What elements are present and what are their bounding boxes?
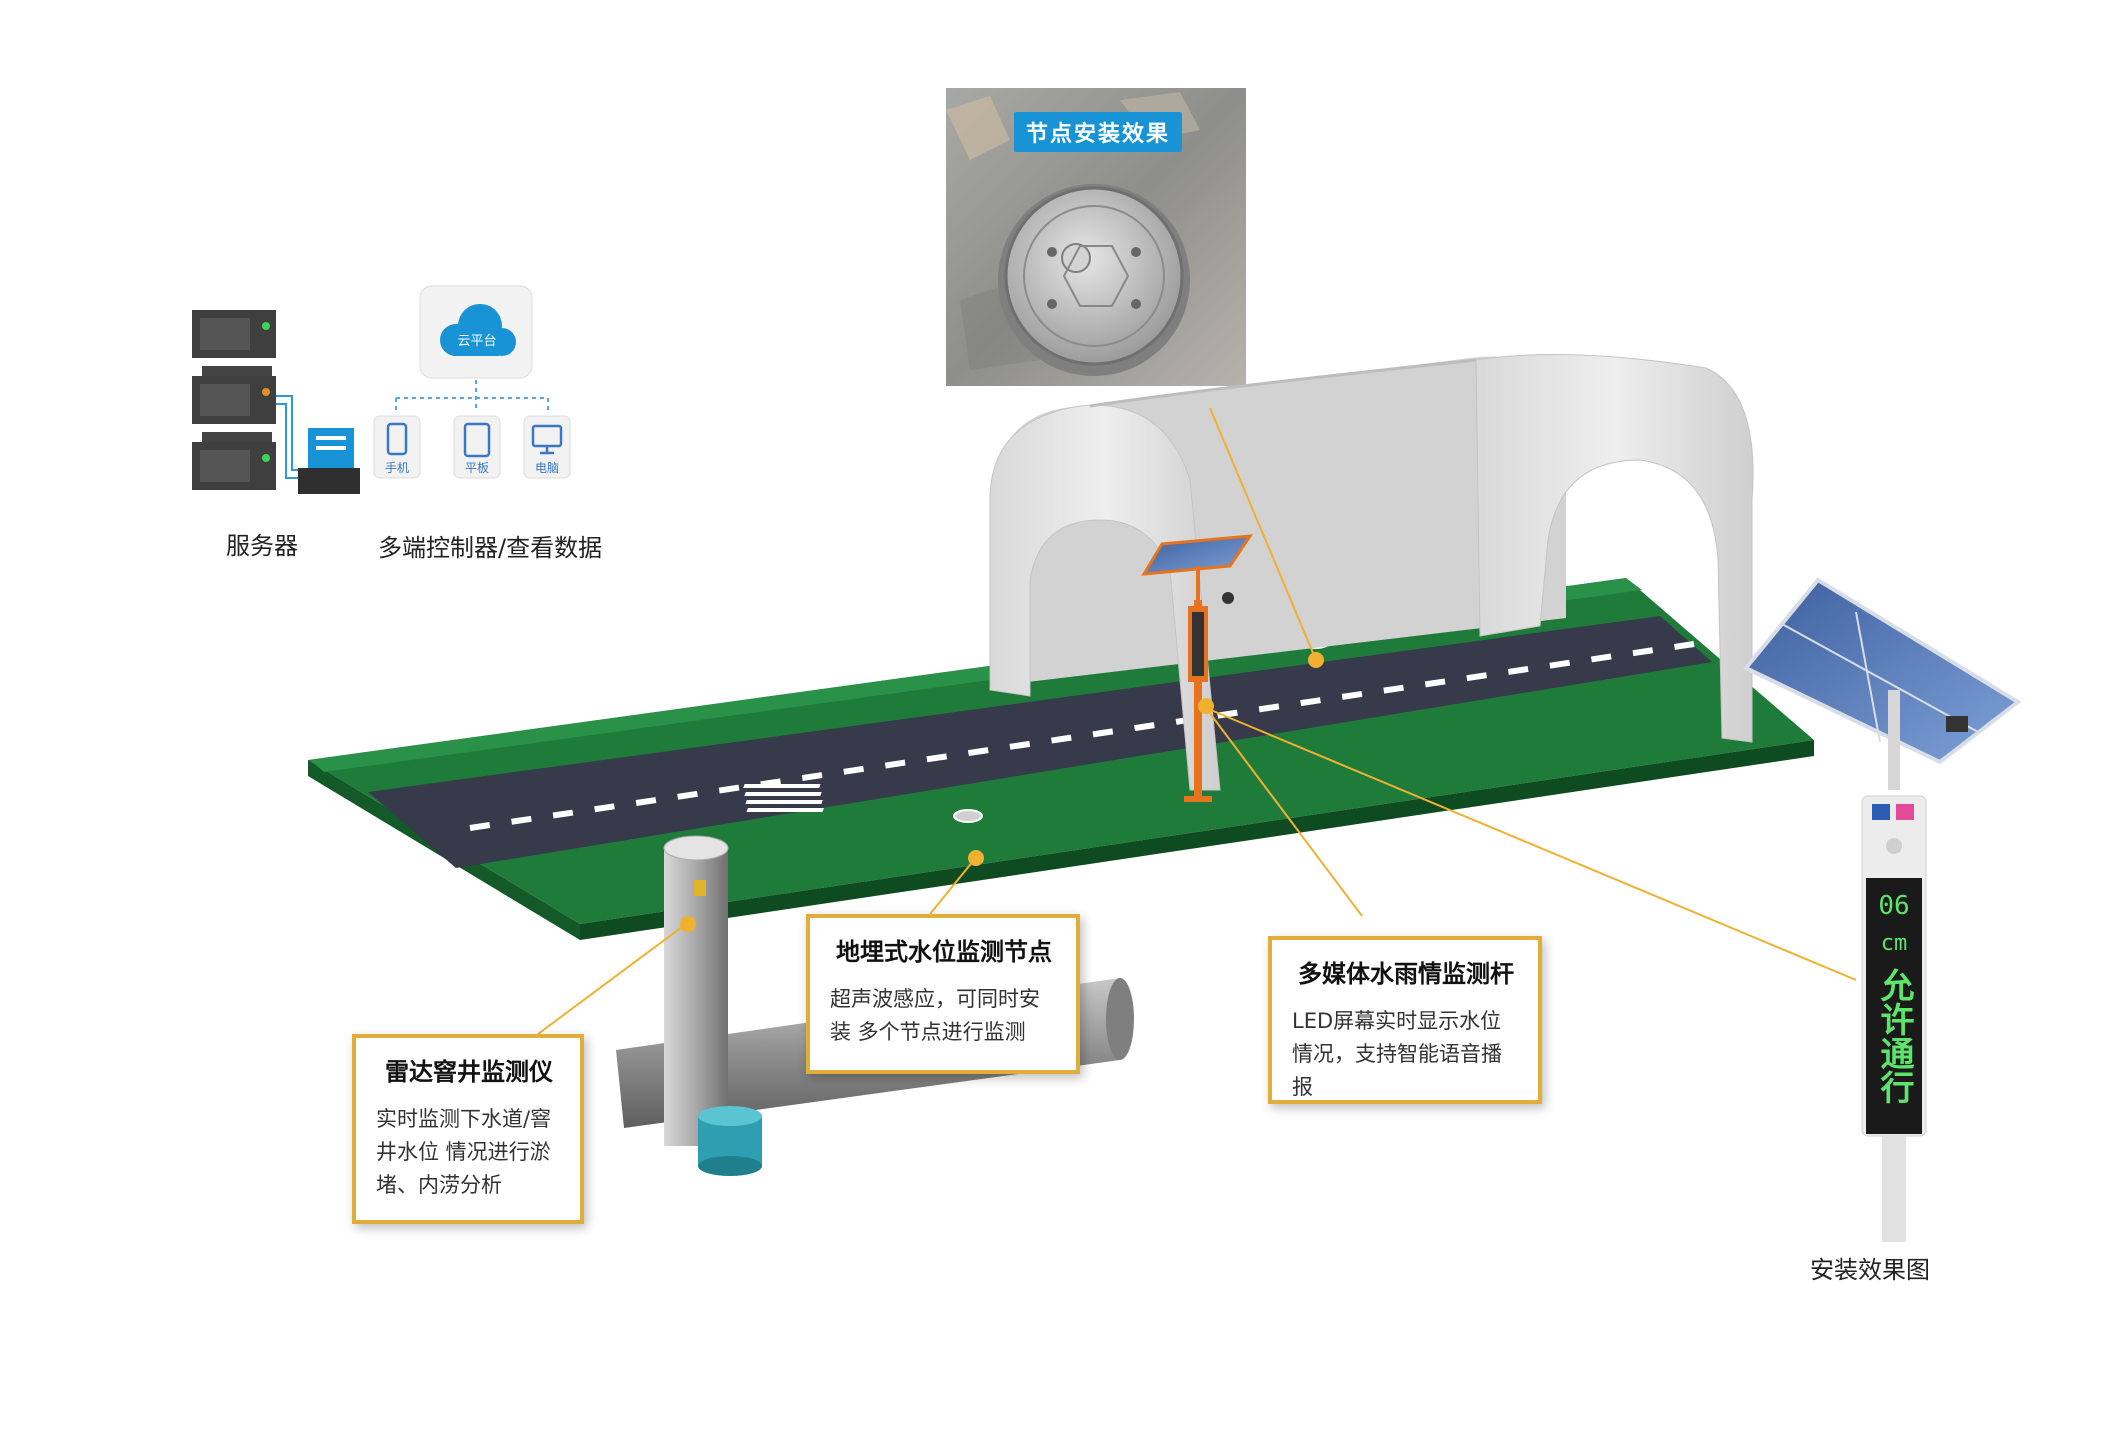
- callout-title: 雷达窨井监测仪: [385, 1058, 553, 1086]
- crosswalk: [743, 784, 824, 812]
- device-label-tablet: 平板: [465, 461, 489, 475]
- road: [368, 616, 1712, 868]
- cloud-label: 云平台: [457, 334, 496, 349]
- cloud-platform-card: 云平台: [419, 285, 533, 379]
- callout-title: 地埋式水位监测节点: [836, 938, 1052, 966]
- control-terminal: [298, 428, 360, 494]
- install-effect-caption: 安装效果图: [1810, 1256, 1930, 1284]
- phone-icon: [386, 422, 408, 456]
- led-status: 允许通行: [1874, 967, 1914, 1104]
- radar-manhole: [663, 835, 729, 1084]
- led-unit: cm: [1881, 931, 1908, 956]
- callout-buried-node: 地埋式水位监测节点 超声波感应，可同时安装 多个节点进行监测: [806, 914, 1080, 1074]
- tunnel: [989, 354, 1754, 791]
- device-phone: 手机: [373, 415, 421, 479]
- callout-body: LED屏幕实时显示水位情况，支持智能语音播报: [1292, 1009, 1502, 1099]
- buried-node-marker: [953, 809, 983, 823]
- callout-title: 多媒体水雨情监测杆: [1298, 960, 1514, 988]
- device-tablet: 平板: [453, 415, 501, 479]
- cloud-icon: [440, 304, 516, 356]
- multi-terminal-caption: 多端控制器/查看数据: [378, 534, 603, 562]
- leader-dots: [680, 652, 1324, 932]
- callout-body: 超声波感应，可同时安装 多个节点进行监测: [830, 987, 1040, 1044]
- device-label-phone: 手机: [385, 461, 409, 475]
- server-rack: [192, 310, 302, 490]
- device-connector: [395, 380, 549, 414]
- led-water-level: 06: [1878, 891, 1909, 921]
- led-monitoring-pole: 06 cm 允许通行: [1742, 577, 2022, 1242]
- manhole-lid-icon: [998, 184, 1190, 376]
- pole-on-road: [1141, 534, 1253, 802]
- server-caption: 服务器: [226, 532, 298, 560]
- photo-label: 节点安装效果: [1014, 112, 1183, 152]
- tablet-icon: [463, 422, 491, 458]
- node-install-photo: [946, 88, 1246, 386]
- callout-multimedia-pole: 多媒体水雨情监测杆 LED屏幕实时显示水位情况，支持智能语音播报: [1268, 936, 1542, 1104]
- monitor-icon: [531, 424, 563, 455]
- device-computer: 电脑: [523, 415, 571, 479]
- leader-lines: [537, 407, 1857, 1035]
- led-screen: [1866, 878, 1922, 1134]
- callout-radar-manhole: 雷达窨井监测仪 实时监测下水道/窨井水位 情况进行淤堵、内涝分析: [352, 1034, 584, 1224]
- device-label-computer: 电脑: [535, 461, 559, 475]
- callout-body: 实时监测下水道/窨井水位 情况进行淤堵、内涝分析: [376, 1107, 552, 1197]
